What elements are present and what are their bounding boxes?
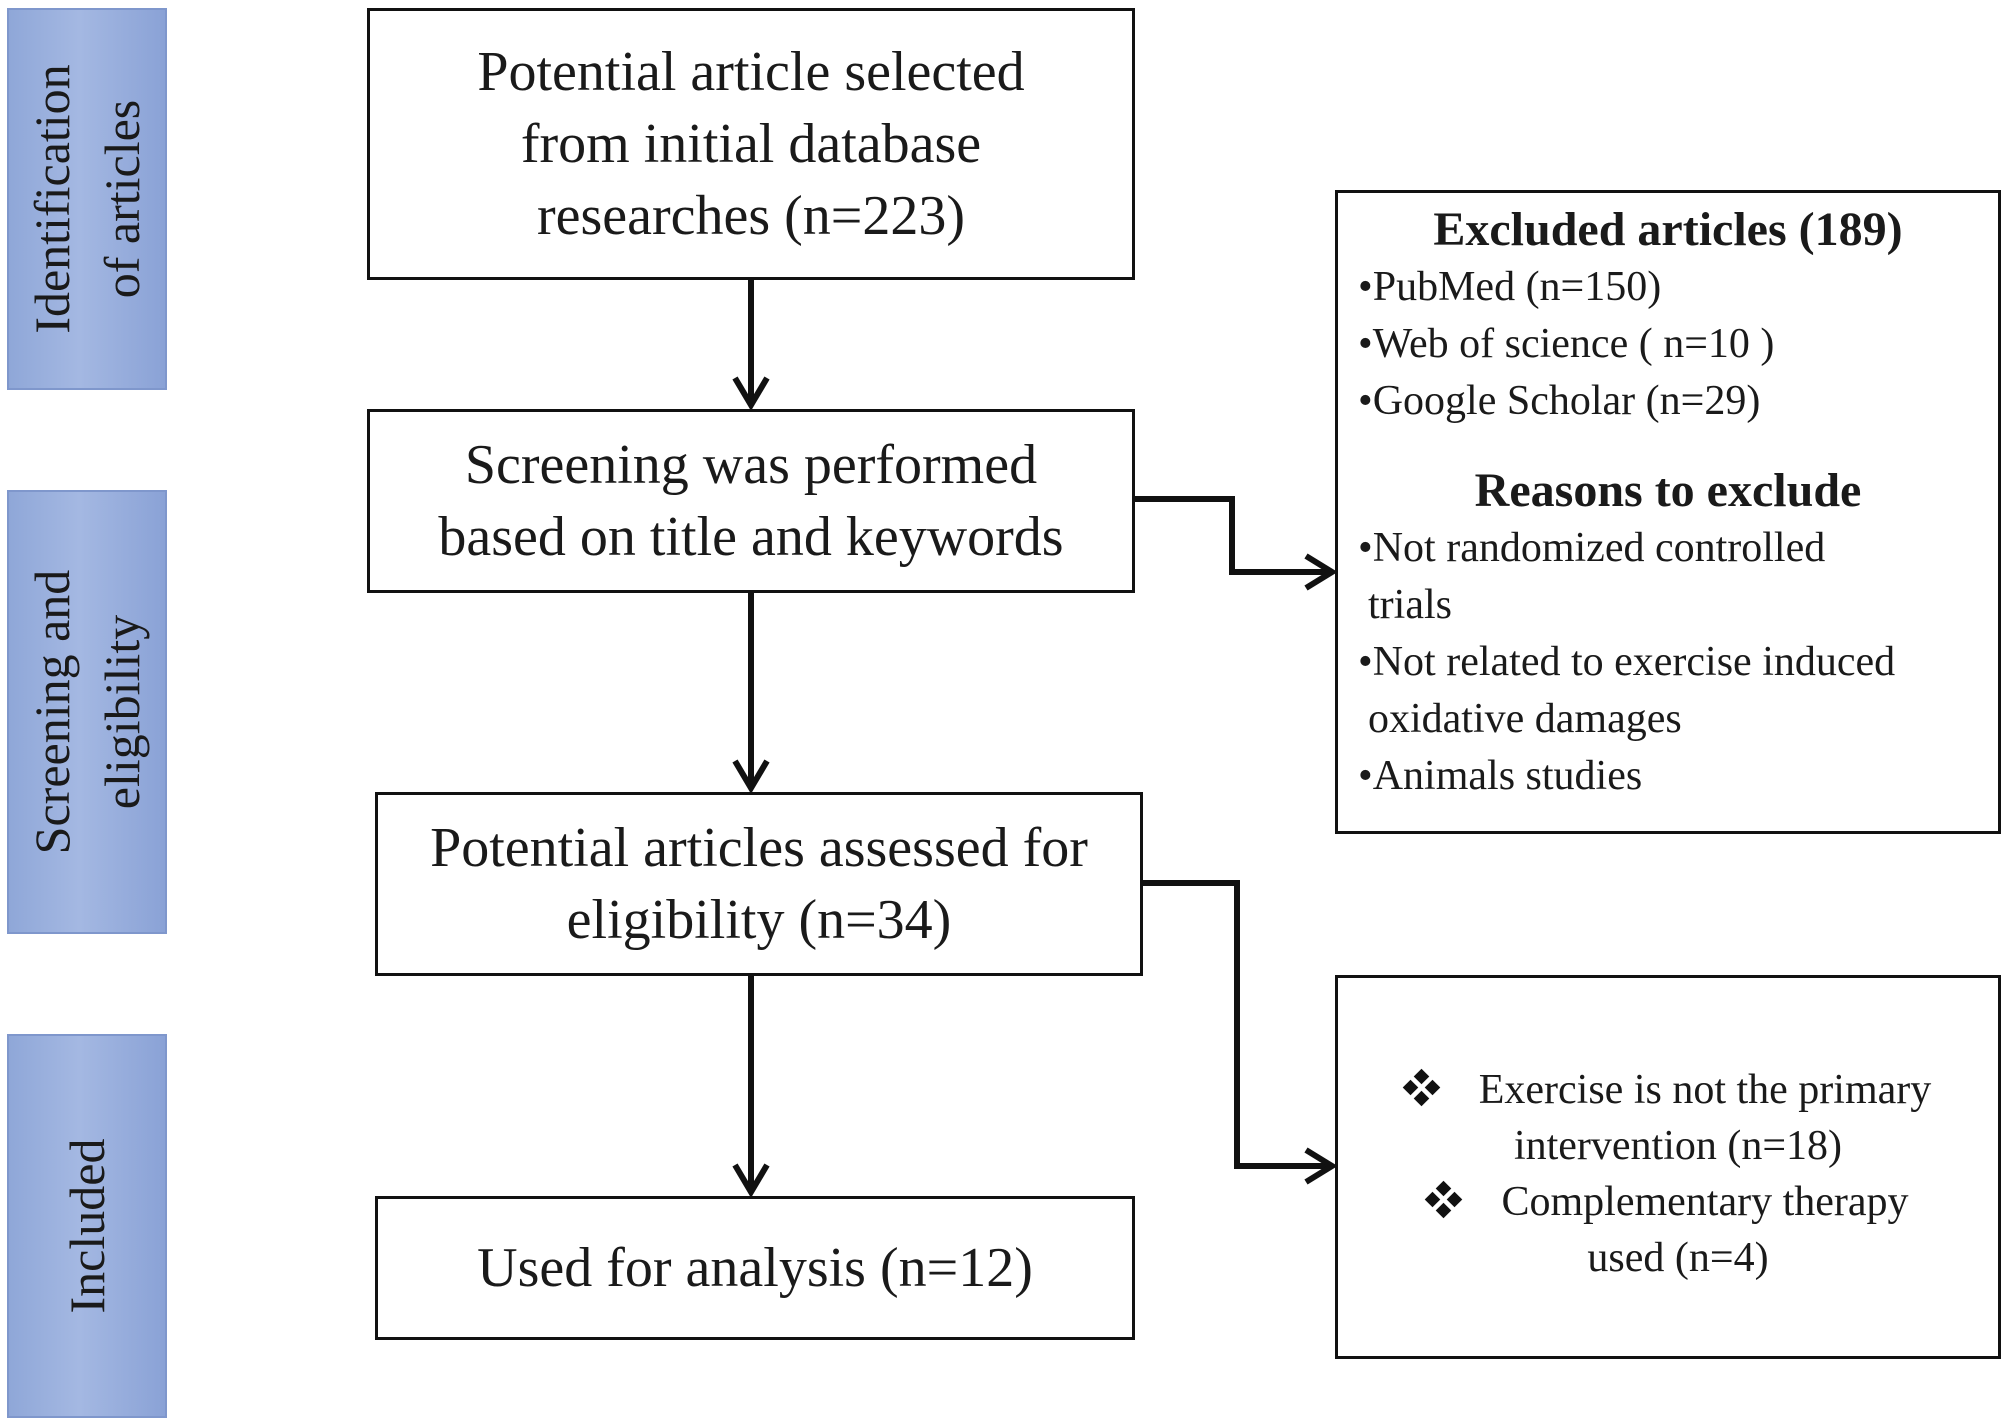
four-diamond-bullet-icon [1402, 1068, 1441, 1107]
phase-screening-eligibility: Screening and eligibility [7, 490, 167, 934]
initial-box-line1: Potential article selected [477, 41, 1025, 103]
arrowhead-assessed [732, 759, 770, 794]
assessed-box-line2: eligibility (n=34) [566, 889, 952, 951]
source-google-scholar: •Google Scholar (n=29) [1338, 373, 1998, 430]
bullet-icon: • [1358, 321, 1373, 367]
phase-identification-line2: of articles [94, 99, 150, 299]
reason-label: Not related to exercise induced [1372, 639, 1896, 685]
arrowhead-used [732, 1163, 770, 1198]
bullet-icon: • [1358, 753, 1373, 799]
source-web-of-science: •Web of science ( n=10 ) [1338, 316, 1998, 373]
arrow-screening-to-excluded [1135, 496, 1328, 575]
reason-label: Animals studies [1372, 753, 1643, 799]
reason-not-rct: •Not randomized controlled [1338, 520, 1998, 577]
reason-animal-studies: •Animals studies [1338, 748, 1998, 805]
assessed-box-line1: Potential articles assessed for [430, 817, 1088, 879]
bullet-icon: • [1358, 264, 1373, 310]
screening-box-line1: Screening was performed [464, 434, 1038, 496]
exclusion-not-primary-cont: intervention (n=18) [1513, 1123, 1843, 1169]
source-label: PubMed (n=150) [1372, 264, 1662, 310]
used-for-analysis-box: Used for analysis (n=12) [375, 1196, 1135, 1340]
arrow-assessed-to-exclusions [1143, 880, 1328, 1169]
reason-not-related: •Not related to exercise induced [1338, 634, 1998, 691]
eligibility-assessment-box: Potential articles assessed for eligibil… [375, 792, 1143, 976]
reason-not-related-cont: oxidative damages [1368, 696, 1682, 742]
screening-box-line2: based on title and keywords [438, 506, 1064, 568]
arrowhead-screening [732, 376, 770, 411]
phase-identification: Identification of articles [7, 8, 167, 390]
initial-box-line2: from initial database [520, 113, 982, 175]
used-box-line1: Used for analysis (n=12) [477, 1237, 1033, 1299]
reason-not-rct-cont: trials [1368, 582, 1452, 628]
bullet-icon: • [1358, 378, 1373, 424]
excluded-articles-box: Excluded articles (189) •PubMed (n=150) … [1335, 190, 2001, 834]
phase-included-label: Included [59, 1138, 115, 1314]
eligibility-exclusions-box: Exercise is not the primary intervention… [1335, 975, 2001, 1359]
arrowhead-exclusions [1304, 1147, 1338, 1185]
source-pubmed: •PubMed (n=150) [1338, 259, 1998, 316]
phase-screening-line2: eligibility [94, 614, 150, 810]
exclusion-complementary-cont: used (n=4) [1587, 1235, 1769, 1281]
source-label: Web of science ( n=10 ) [1372, 321, 1775, 367]
exclusion-label: Complementary therapy [1501, 1179, 1909, 1225]
bullet-icon: • [1358, 525, 1373, 571]
arrowhead-excluded [1304, 553, 1338, 591]
source-label: Google Scholar (n=29) [1372, 378, 1761, 424]
phase-screening-line1: Screening and [24, 569, 80, 855]
bullet-icon: • [1358, 639, 1373, 685]
four-diamond-bullet-icon [1425, 1180, 1463, 1219]
exclusion-not-primary: Exercise is not the primary [1338, 1062, 1998, 1118]
phase-identification-line1: Identification [24, 64, 80, 334]
initial-box-line3: researches (n=223) [536, 185, 966, 247]
excluded-articles-heading: Excluded articles (189) [1433, 203, 1903, 256]
reason-label: Not randomized controlled [1372, 525, 1826, 571]
screening-box: Screening was performed based on title a… [367, 409, 1135, 593]
initial-database-box: Potential article selected from initial … [367, 8, 1135, 280]
exclusion-complementary: Complementary therapy [1338, 1174, 1998, 1230]
exclusion-label: Exercise is not the primary [1478, 1067, 1932, 1113]
phase-included: Included [7, 1034, 167, 1418]
reasons-heading: Reasons to exclude [1474, 464, 1862, 517]
